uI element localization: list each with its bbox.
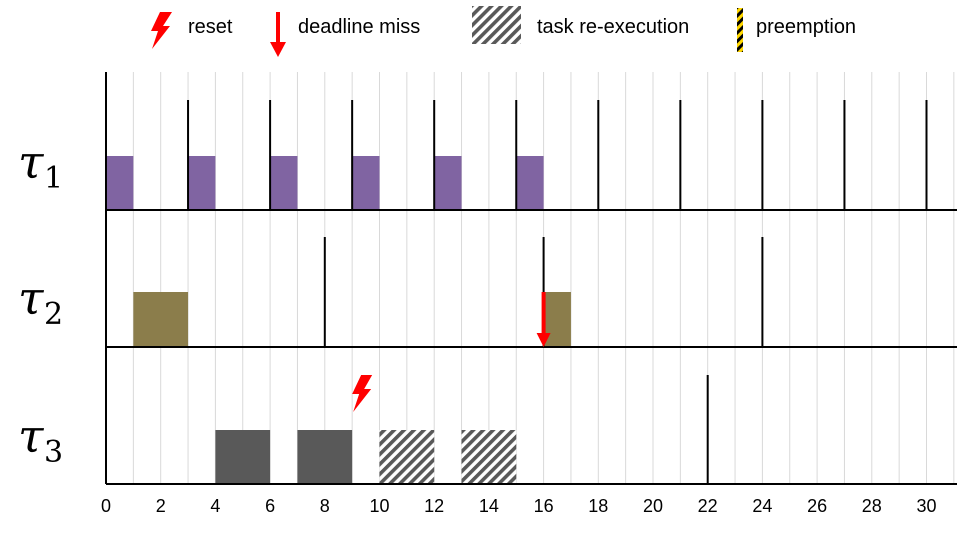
x-tick-label: 20: [643, 496, 663, 516]
re-execution-block: [461, 430, 517, 484]
legend-re-execution: task re-execution: [472, 6, 689, 44]
x-tick-label: 16: [534, 496, 554, 516]
x-tick-label: 0: [101, 496, 111, 516]
legend-re-execution-label: task re-execution: [537, 16, 689, 38]
job-block: [106, 156, 134, 210]
x-tick-label: 22: [698, 496, 718, 516]
job-block: [215, 430, 271, 484]
legend: reset deadline miss task re-execution pr…: [151, 6, 856, 57]
x-tick-label: 12: [424, 496, 444, 516]
x-tick-label: 30: [916, 496, 936, 516]
deadline-miss-arrowhead: [536, 333, 551, 347]
x-tick-label: 2: [156, 496, 166, 516]
task-label-3: τ: [18, 409, 45, 463]
legend-reset-label: reset: [188, 16, 233, 38]
deadline-miss-icon: [270, 12, 286, 57]
job-block: [133, 292, 189, 347]
reset-icon: [352, 375, 373, 412]
x-tick-label: 4: [210, 496, 220, 516]
x-tick-label: 8: [320, 496, 330, 516]
job-block: [516, 156, 544, 210]
task-subscript-2: 2: [44, 297, 63, 332]
reset-icon: [151, 12, 172, 49]
re-execution-block: [379, 430, 435, 484]
legend-reset: reset: [151, 12, 233, 49]
x-tick-label: 26: [807, 496, 827, 516]
deadline-miss-icon: [541, 292, 546, 337]
job-block: [352, 156, 380, 210]
x-tick-label: 6: [265, 496, 275, 516]
task-label-1: τ: [18, 135, 45, 189]
preemption-stripe-icon: [737, 8, 743, 52]
x-tick-label: 10: [369, 496, 389, 516]
legend-preemption-label: preemption: [756, 16, 856, 38]
job-block: [297, 430, 353, 484]
job-block: [270, 156, 298, 210]
x-tick-label: 28: [862, 496, 882, 516]
task-subscript-1: 1: [44, 161, 63, 196]
job-block: [188, 156, 216, 210]
x-tick-label: 14: [479, 496, 499, 516]
task-subscript-3: 3: [44, 435, 63, 470]
legend-deadline-miss-label: deadline miss: [298, 16, 420, 38]
job-block: [434, 156, 462, 210]
legend-deadline-miss: deadline miss: [270, 12, 420, 57]
x-tick-label: 18: [588, 496, 608, 516]
legend-preemption: preemption: [737, 8, 856, 52]
x-tick-label: 24: [752, 496, 772, 516]
task-label-2: τ: [18, 271, 45, 325]
hatch-swatch-icon: [472, 6, 521, 44]
